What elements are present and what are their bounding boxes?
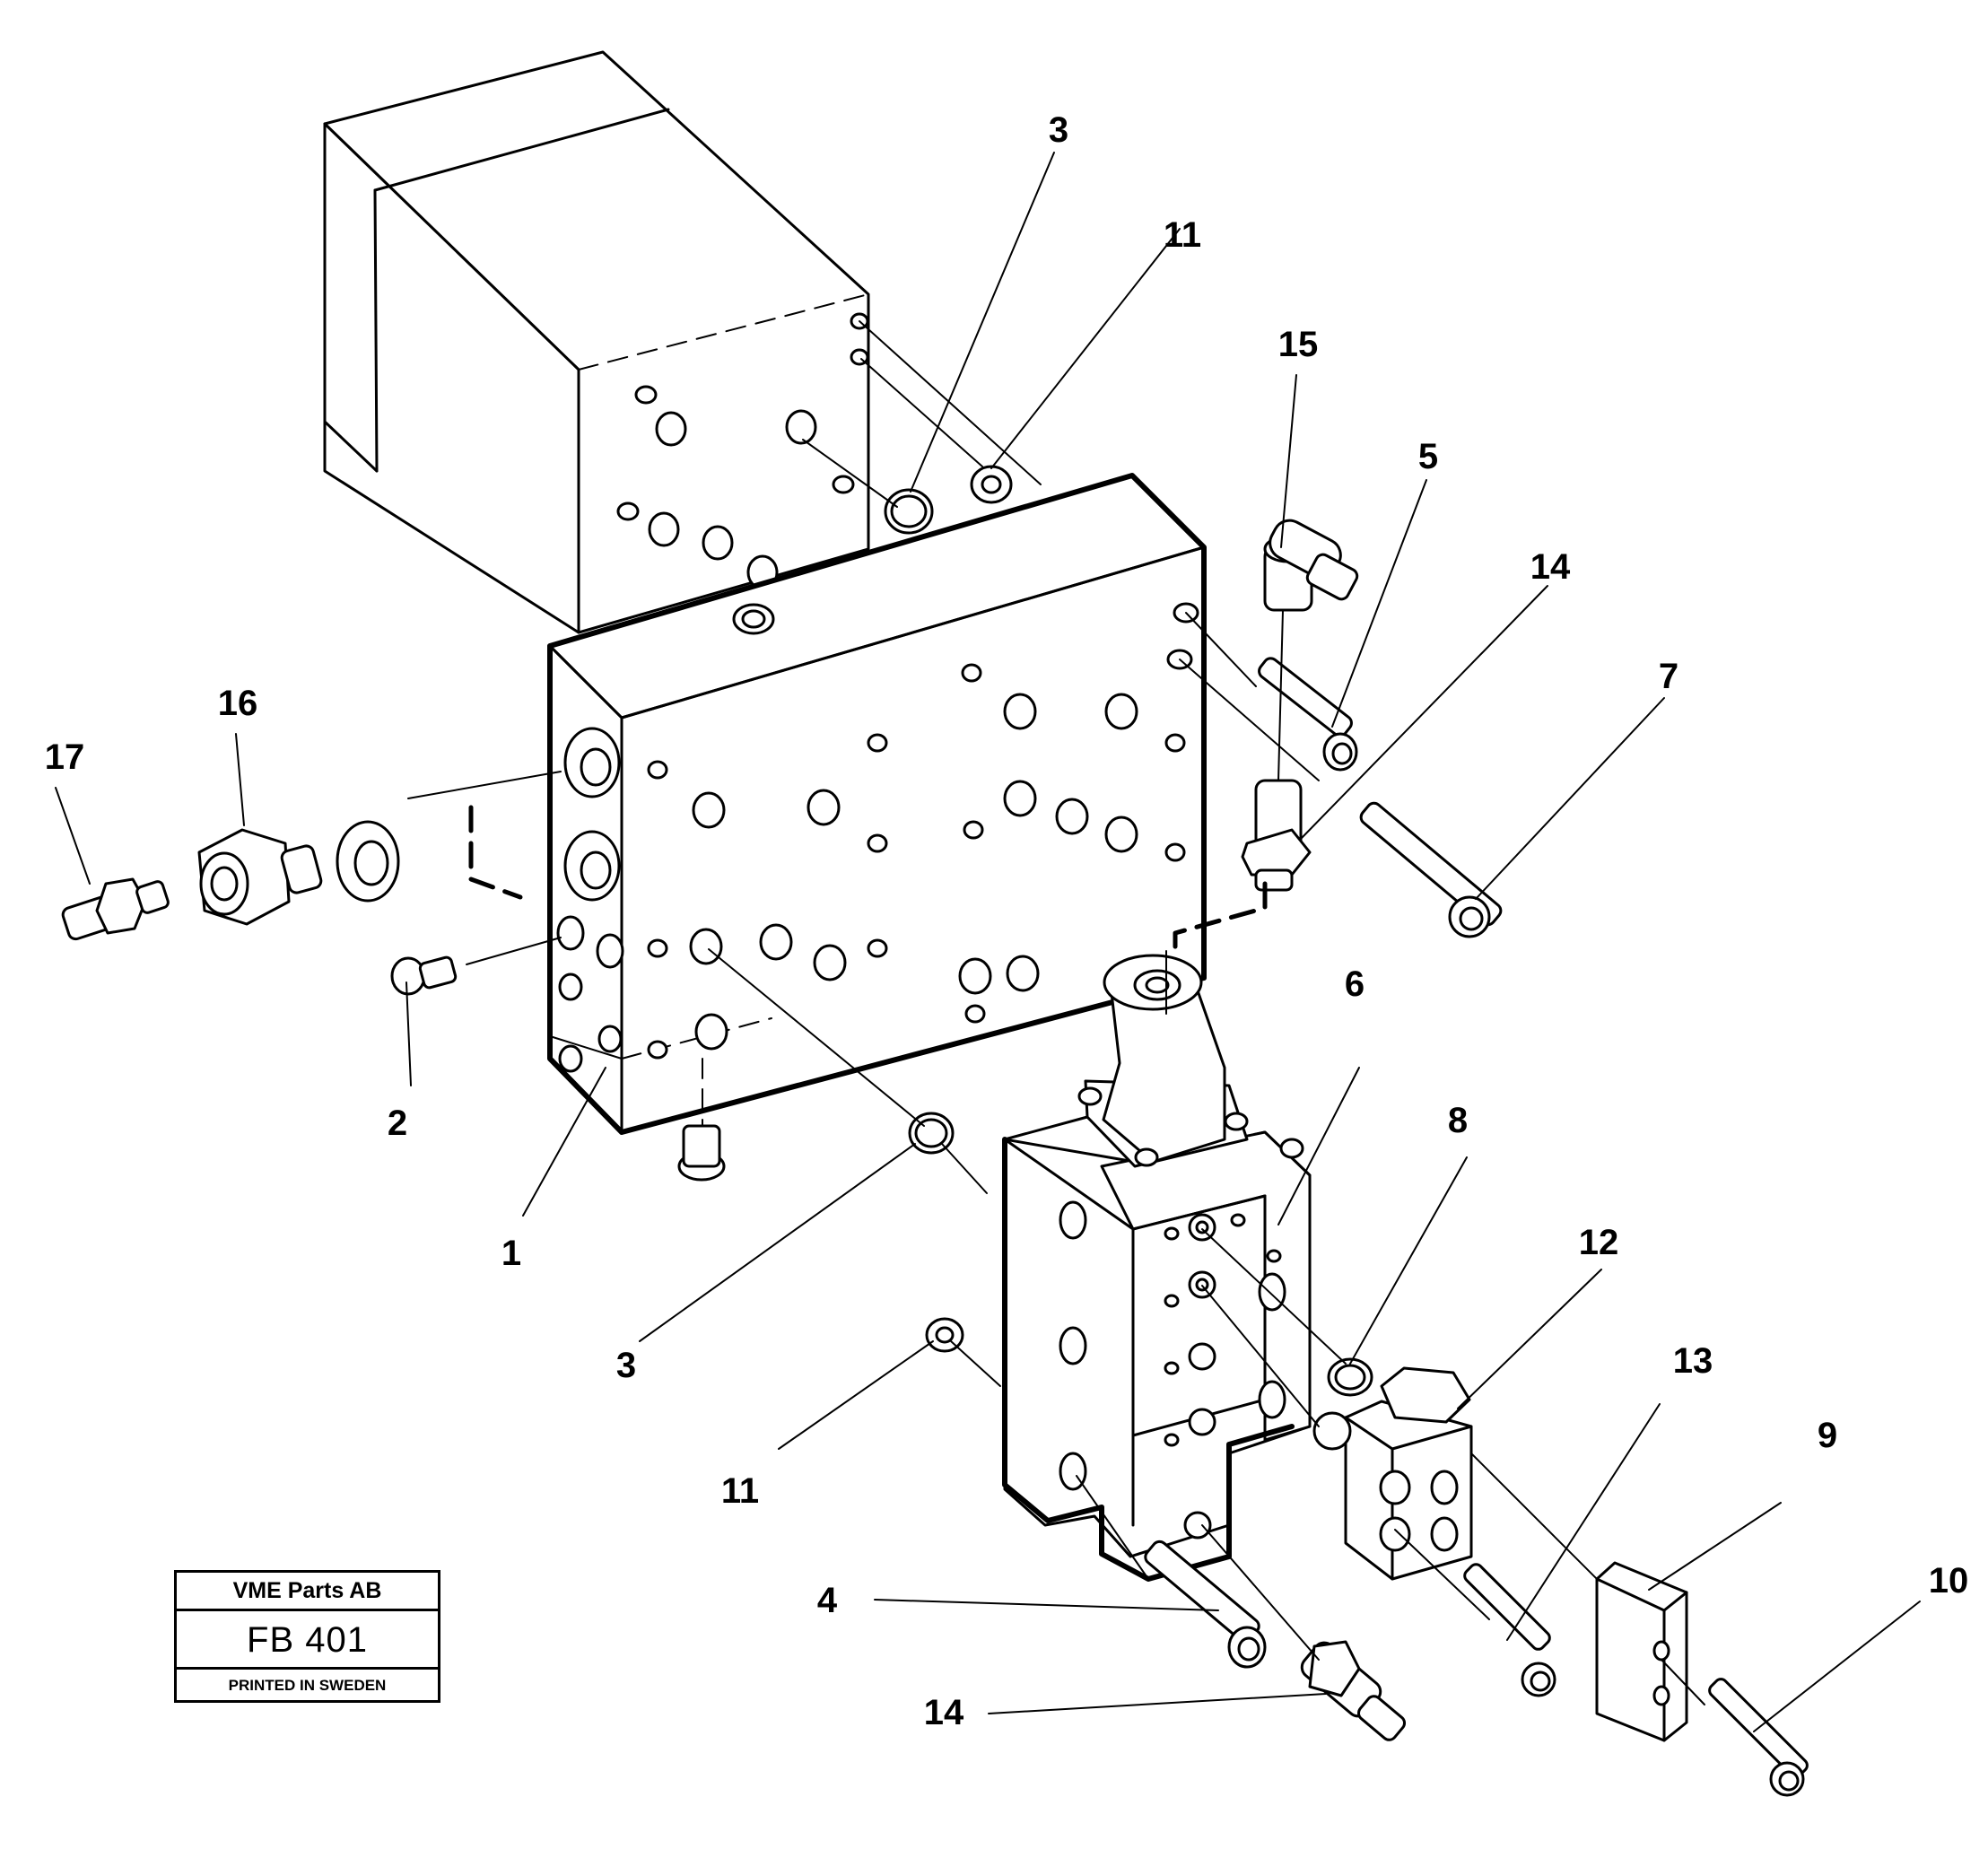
label-part-17: 17 [45, 737, 85, 777]
leader-lines [55, 152, 1921, 1732]
publisher-stamp: VME Parts AB FB 401 PRINTED IN SWEDEN [174, 1570, 440, 1703]
label-part-3-lower: 3 [616, 1346, 636, 1385]
label-part-3-upper: 3 [1049, 110, 1068, 150]
label-part-1: 1 [501, 1234, 521, 1273]
hardware [61, 465, 1809, 1797]
nipple-17 [61, 877, 170, 941]
assembly-lines [407, 320, 1705, 1705]
label-part-11-lower: 11 [721, 1471, 759, 1511]
label-part-14-lower: 14 [924, 1693, 964, 1732]
label-part-9: 9 [1818, 1416, 1837, 1455]
stamp-company: VME Parts AB [177, 1573, 438, 1611]
label-part-10: 10 [1929, 1561, 1969, 1601]
label-part-6: 6 [1345, 964, 1365, 1004]
label-part-7: 7 [1659, 657, 1678, 696]
rear-valve-housing [323, 50, 870, 634]
label-part-4: 4 [817, 1581, 838, 1620]
stamp-code: FB 401 [177, 1611, 438, 1670]
label-part-5: 5 [1418, 437, 1438, 476]
stamp-printed: PRINTED IN SWEDEN [228, 1677, 387, 1694]
label-part-8: 8 [1448, 1101, 1468, 1140]
main-valve-block [547, 473, 1207, 1135]
check-valve-block [1344, 1366, 1688, 1742]
label-part-2: 2 [388, 1103, 407, 1143]
label-part-11-upper: 11 [1164, 215, 1201, 255]
label-part-14-upper: 14 [1530, 547, 1571, 587]
elbow-15 [1263, 519, 1359, 612]
label-part-16: 16 [218, 684, 258, 723]
lower-valve-section [1002, 954, 1312, 1582]
adapter-16 [197, 828, 323, 926]
label-part-15: 15 [1278, 325, 1319, 364]
label-part-13: 13 [1673, 1341, 1713, 1381]
label-part-12: 12 [1579, 1223, 1619, 1262]
part-labels: 3 11 15 5 14 7 16 17 2 1 6 8 12 13 9 10 … [45, 110, 1969, 1732]
